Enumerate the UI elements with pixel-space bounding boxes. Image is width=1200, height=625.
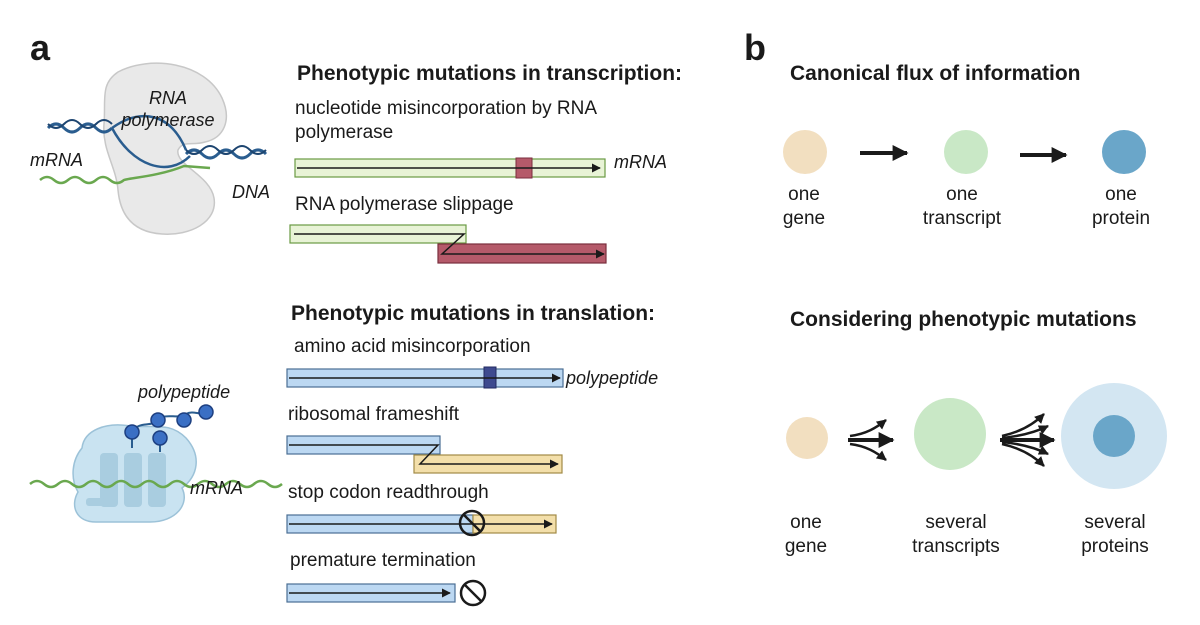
amino-acid-1: [124, 424, 140, 440]
phenotypic-transcripts-label-1: several: [925, 512, 986, 533]
canonical-protein-label-2: protein: [1092, 208, 1150, 229]
mrna-label-pol: mRNA: [30, 150, 83, 170]
panel-a-label: a: [30, 27, 51, 68]
dna-label: DNA: [232, 182, 270, 202]
rna-polymerase-label-2: polymerase: [120, 110, 214, 130]
dna-strand-2: [47, 119, 113, 129]
translation-heading: Phenotypic mutations in translation:: [291, 302, 655, 325]
dna-strand-1: [46, 122, 114, 134]
phenotypic-proteins-label-1: several: [1084, 512, 1145, 533]
mrna-label-ribo: mRNA: [190, 478, 243, 498]
frameshift-arrow: [289, 444, 559, 469]
branching-arrows-2: [1000, 413, 1056, 467]
phenotypic-gene-label-1: one: [790, 512, 822, 533]
stop-codon-icon: [458, 509, 486, 537]
mrna-bar-label: mRNA: [614, 152, 667, 172]
termination-stop-icon: [459, 579, 487, 607]
rna-polymerase-illustration: RNA polymerase mRNA DNA: [30, 62, 270, 235]
nucleotide-misincorporation-title-1: nucleotide misincorporation by RNA: [295, 98, 597, 119]
rna-polymerase-enzyme: [103, 62, 227, 235]
slippage-title: RNA polymerase slippage: [295, 194, 514, 215]
premature-termination-title: premature termination: [290, 550, 476, 571]
frameshift-title: ribosomal frameshift: [288, 404, 460, 425]
phenotypic-gene-label-2: gene: [785, 536, 827, 557]
phenotypic-proteins-label-2: proteins: [1081, 536, 1149, 557]
canonical-transcript-label-1: one: [946, 184, 978, 205]
mrna-strand-pol: [39, 164, 211, 185]
phenotypic-proteins-node: [1093, 415, 1135, 457]
canonical-gene-label-1: one: [788, 184, 820, 205]
amino-acid-4: [176, 412, 192, 428]
canonical-gene-label-2: gene: [783, 208, 825, 229]
canonical-heading: Canonical flux of information: [790, 62, 1081, 85]
slippage-arrow: [294, 233, 605, 259]
ribosome-channel-1: [100, 453, 118, 507]
nucleotide-misincorporation-title-2: polymerase: [295, 122, 393, 143]
branching-arrows-1: [848, 419, 895, 461]
amino-acid-2: [152, 430, 168, 446]
canonical-protein-label-1: one: [1105, 184, 1137, 205]
polypeptide-label-illus: polypeptide: [137, 382, 230, 402]
aa-misincorporation-title: amino acid misincorporation: [294, 336, 531, 357]
transcription-heading: Phenotypic mutations in transcription:: [297, 62, 682, 85]
ribosome-channel-2: [124, 453, 142, 507]
polypeptide-bar-label: polypeptide: [565, 368, 658, 388]
readthrough-title: stop codon readthrough: [288, 482, 489, 503]
ribosome-channel-3: [148, 453, 166, 507]
ribosome-illustration: polypeptide mRNA: [29, 382, 283, 523]
panel-b-label: b: [744, 27, 766, 68]
phenotypic-transcripts-node: [914, 398, 986, 470]
dna-strand-4: [185, 145, 267, 155]
canonical-protein-node: [1102, 130, 1146, 174]
canonical-transcript-label-2: transcript: [923, 208, 1002, 229]
polypeptide-chain: [131, 411, 207, 433]
dna-bubble: [110, 114, 191, 169]
rna-polymerase-label-1: RNA: [149, 88, 187, 108]
mrna-strand-ribo: [29, 479, 283, 489]
phenotypic-gene-node: [786, 417, 828, 459]
amino-acid-5: [198, 404, 214, 420]
dna-strand-3: [184, 148, 268, 160]
ribosome-slot: [86, 498, 106, 506]
amino-acid-3: [150, 412, 166, 428]
phenotypic-heading: Considering phenotypic mutations: [790, 308, 1137, 331]
canonical-transcript-node: [944, 130, 988, 174]
phenotypic-transcripts-label-2: transcripts: [912, 536, 1000, 557]
canonical-gene-node: [783, 130, 827, 174]
